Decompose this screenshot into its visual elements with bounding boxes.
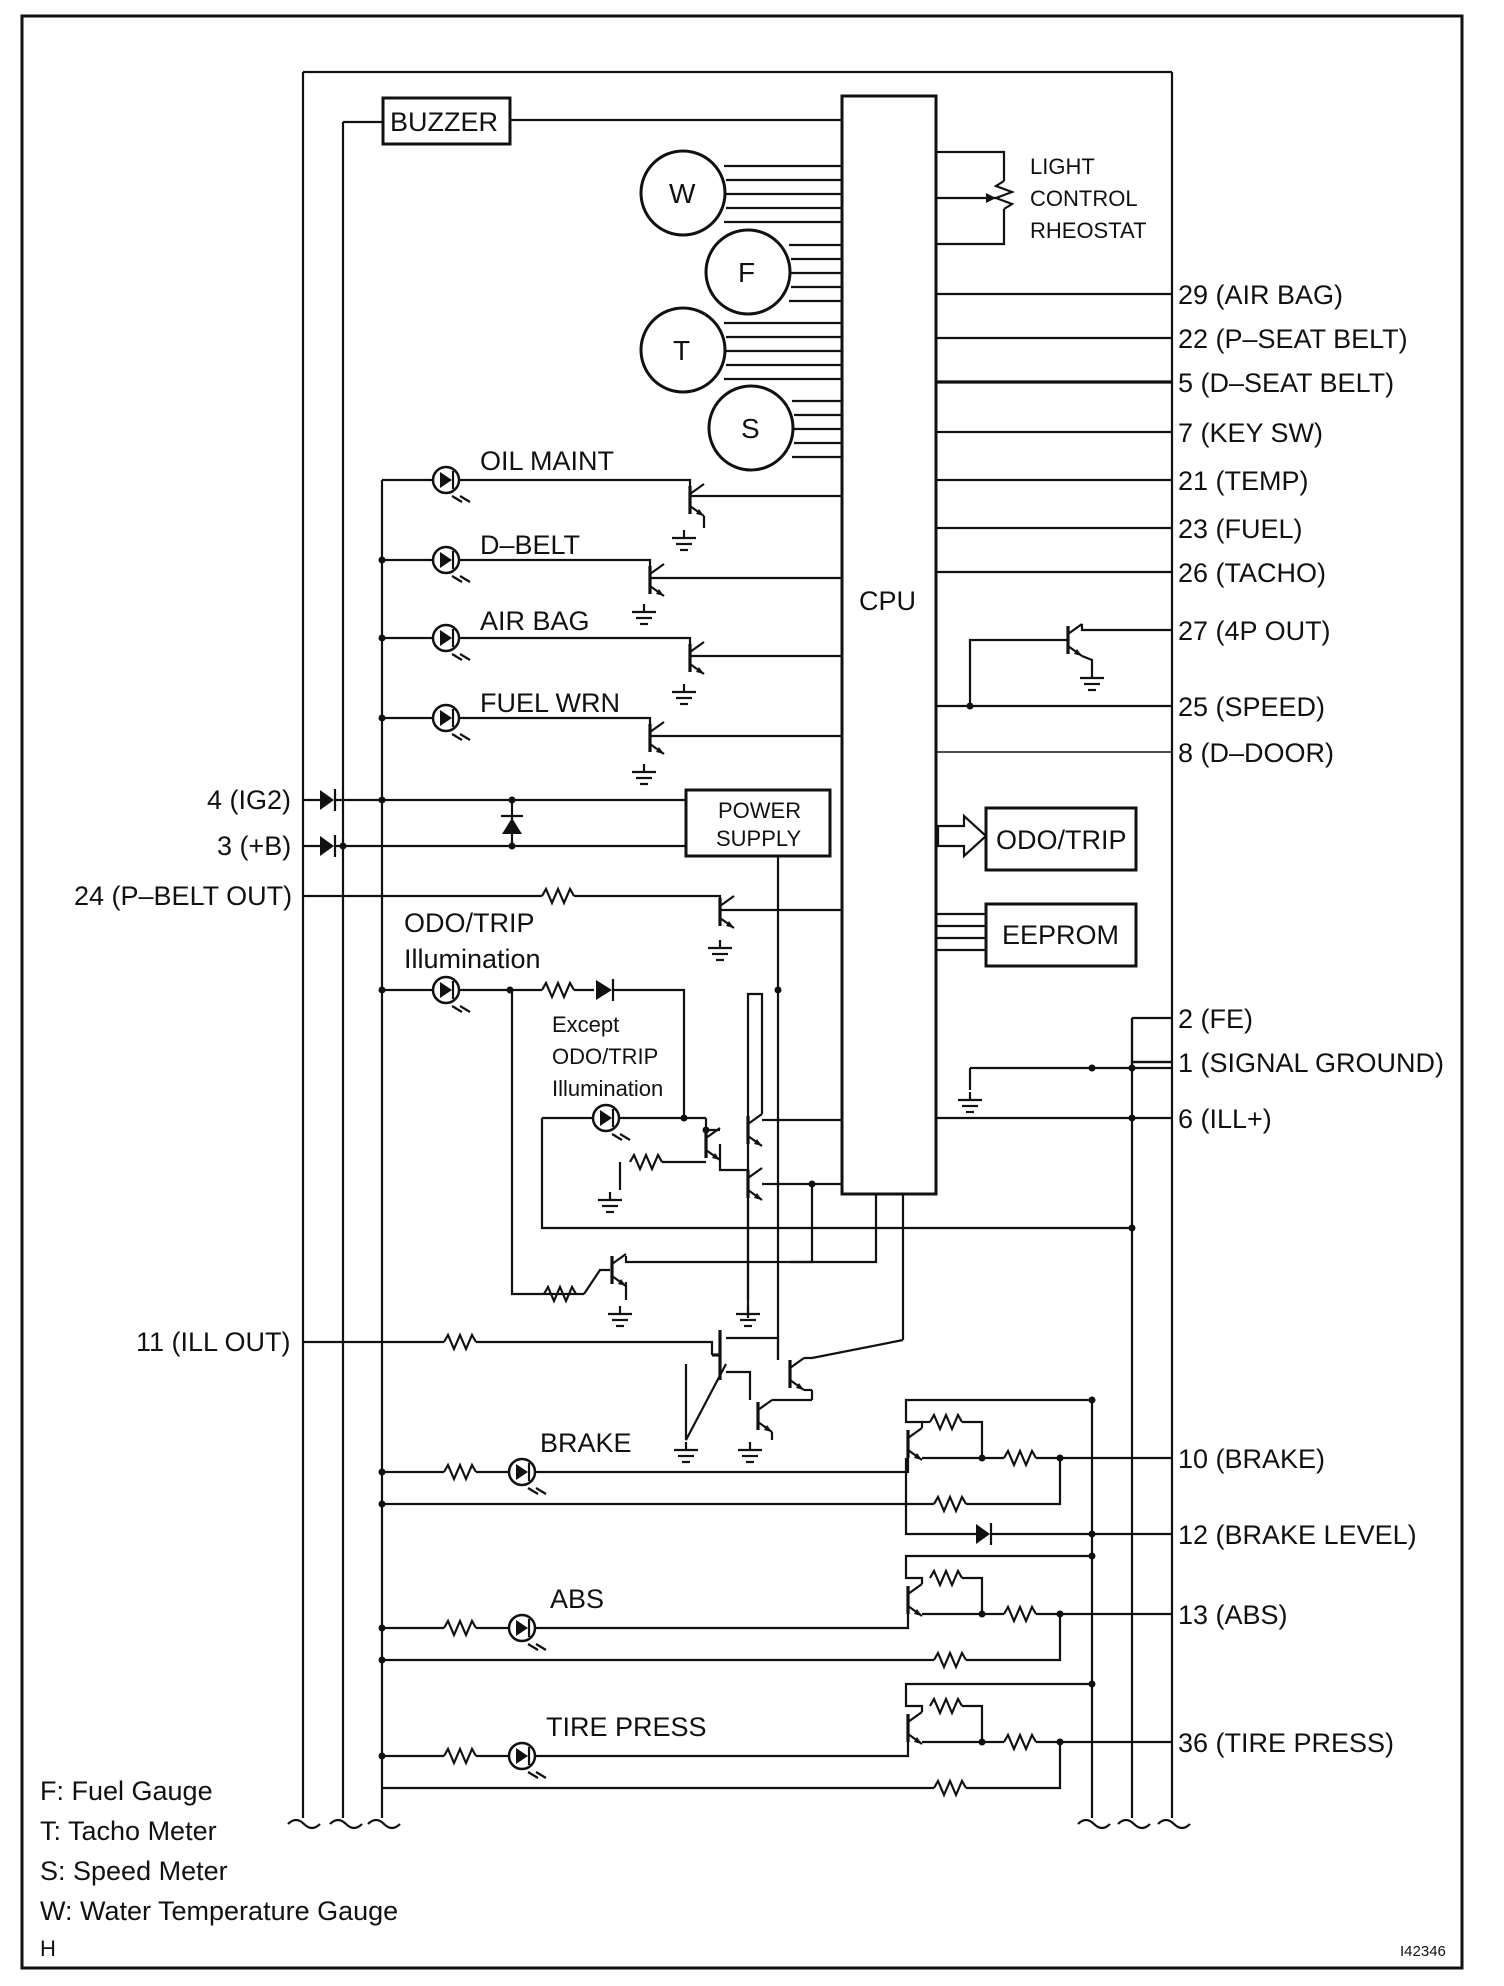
corner-mark: H: [40, 1936, 56, 1961]
terminal-22: 22 (P–SEAT BELT): [1178, 324, 1408, 354]
cpu: CPU: [840, 94, 938, 1196]
p-belt-out-circuit: 24 (P–BELT OUT): [74, 881, 842, 962]
brake-label: BRAKE: [540, 1428, 632, 1458]
break-marks: [287, 1818, 1191, 1830]
terminal-8: 8 (D–DOOR): [1178, 738, 1334, 768]
terminal-36: 36 (TIRE PRESS): [1178, 1728, 1394, 1758]
buzzer: BUZZER: [343, 96, 842, 146]
cpu-label: CPU: [859, 586, 916, 616]
indicator-d-belt: D–BELT: [378, 530, 842, 626]
rheostat-label-2: CONTROL: [1030, 186, 1138, 211]
speed-meter: S: [707, 384, 842, 472]
module-outline: [301, 70, 1174, 1818]
water-temperature-gauge: W: [639, 149, 842, 237]
page-border: [20, 14, 1464, 1970]
terminal-plus-b: 3 (+B): [217, 831, 291, 861]
eeprom-label: EEPROM: [1002, 920, 1119, 950]
d-belt-label: D–BELT: [480, 530, 580, 560]
fuel-wrn-label: FUEL WRN: [480, 688, 620, 718]
gauge-s-label: S: [741, 413, 760, 444]
tacho-meter: T: [639, 306, 842, 394]
rheostat-label-1: LIGHT: [1030, 154, 1095, 179]
indicator-air-bag: AIR BAG: [378, 606, 842, 706]
terminal-26: 26 (TACHO): [1178, 558, 1326, 588]
legend-tacho: T: Tacho Meter: [40, 1816, 217, 1846]
oil-maint-label: OIL MAINT: [480, 446, 614, 476]
gauge-t-label: T: [673, 335, 690, 366]
terminal-ill-out: 11 (ILL OUT): [136, 1327, 291, 1357]
gauge-w-label: W: [669, 178, 696, 209]
figure-id: I42346: [1400, 1943, 1446, 1960]
power-supply-label-2: SUPPLY: [716, 826, 802, 851]
terminal-6: 6 (ILL+): [1178, 1104, 1272, 1134]
odo-trip-label: ODO/TRIP: [996, 825, 1127, 855]
terminal-13: 13 (ABS): [1178, 1600, 1288, 1630]
fuel-gauge: F: [704, 228, 842, 316]
indicator-oil-maint: OIL MAINT: [382, 446, 842, 552]
terminal-1: 1 (SIGNAL GROUND): [1178, 1048, 1444, 1078]
except-illum-label-1: Except: [552, 1012, 619, 1037]
ground-terminals: [936, 1018, 1172, 1232]
abs-circuit: ABS: [378, 1552, 1172, 1669]
light-control-rheostat: LIGHT CONTROL RHEOSTAT: [936, 150, 1147, 246]
tire-press-circuit: TIRE PRESS: [378, 1680, 1172, 1797]
terminal-10: 10 (BRAKE): [1178, 1444, 1325, 1474]
terminal-25: 25 (SPEED): [1178, 692, 1325, 722]
supply-buses: [341, 122, 1172, 1818]
legend-speed: S: Speed Meter: [40, 1856, 228, 1886]
right-terminal-labels: 29 (AIR BAG) 22 (P–SEAT BELT) 5 (D–SEAT …: [1178, 280, 1444, 1758]
power-supply-label-1: POWER: [718, 798, 801, 823]
pwm-driver: [510, 990, 905, 1340]
odo-trip-block: ODO/TRIP: [936, 806, 1138, 872]
terminal-23: 23 (FUEL): [1178, 514, 1303, 544]
tire-press-label: TIRE PRESS: [546, 1712, 707, 1742]
terminal-12: 12 (BRAKE LEVEL): [1178, 1520, 1417, 1550]
right-terminal-lines: [936, 292, 1172, 753]
terminal-2: 2 (FE): [1178, 1004, 1253, 1034]
4p-out-transistor: [966, 622, 1172, 710]
except-illum-label-2: ODO/TRIP: [552, 1044, 658, 1069]
terminal-29: 29 (AIR BAG): [1178, 280, 1343, 310]
brake-circuit: BRAKE: [378, 1396, 1172, 1545]
terminal-p-belt-out: 24 (P–BELT OUT): [74, 881, 292, 911]
gauge-f-label: F: [738, 257, 755, 288]
terminal-ig2: 4 (IG2): [207, 785, 291, 815]
odo-trip-illum-label-2: Illumination: [404, 944, 541, 974]
terminal-27: 27 (4P OUT): [1178, 616, 1331, 646]
ill-out-circuit: 11 (ILL OUT): [136, 1327, 904, 1464]
indicator-fuel-wrn: FUEL WRN: [378, 688, 842, 786]
eeprom-block: EEPROM: [936, 902, 1138, 968]
buzzer-label: BUZZER: [390, 107, 498, 137]
legend: F: Fuel Gauge T: Tacho Meter S: Speed Me…: [40, 1776, 1446, 1961]
air-bag-label: AIR BAG: [480, 606, 590, 636]
abs-label: ABS: [550, 1584, 604, 1614]
rheostat-label-3: RHEOSTAT: [1030, 218, 1147, 243]
terminal-5: 5 (D–SEAT BELT): [1178, 368, 1394, 398]
legend-fuel: F: Fuel Gauge: [40, 1776, 213, 1806]
legend-water: W: Water Temperature Gauge: [40, 1896, 398, 1926]
odo-trip-illum-label-1: ODO/TRIP: [404, 908, 535, 938]
except-illum-label-3: Illumination: [552, 1076, 663, 1101]
terminal-7: 7 (KEY SW): [1178, 418, 1323, 448]
power-input-section: POWER SUPPLY 4 (IG2) 3 (+B): [207, 785, 832, 1360]
terminal-21: 21 (TEMP): [1178, 466, 1309, 496]
